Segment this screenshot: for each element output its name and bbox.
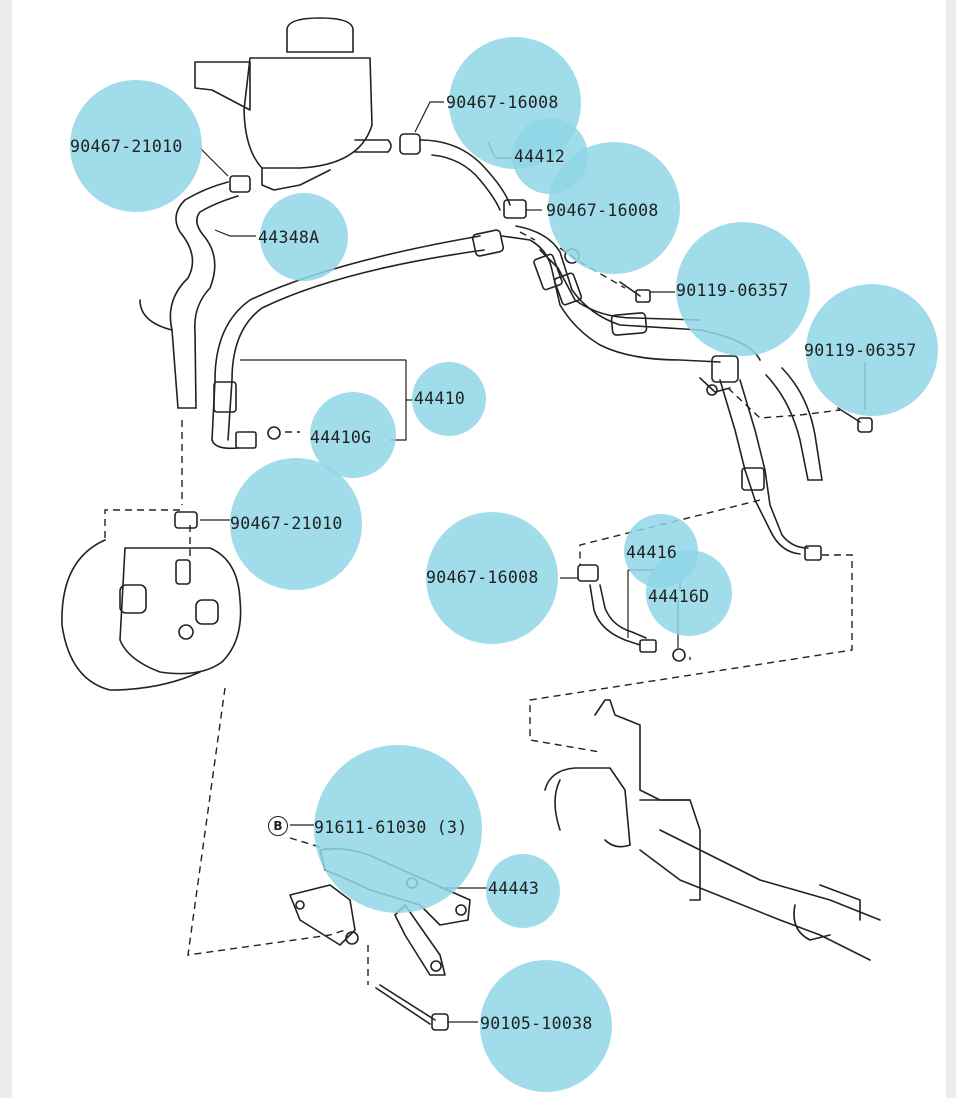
part-label-90467-16008-low[interactable]: 90467-16008 (426, 568, 539, 587)
part-label-90105-10038[interactable]: 90105-10038 (480, 1014, 593, 1033)
highlight-circle-91611-61030 (314, 745, 482, 913)
highlight-circle-90467-16008-low (426, 512, 558, 644)
part-label-44348A[interactable]: 44348A (258, 228, 320, 247)
highlight-circle-90467-21010-top (70, 80, 202, 212)
part-label-44410[interactable]: 44410 (414, 389, 466, 408)
part-label-90467-21010-top[interactable]: 90467-21010 (70, 137, 183, 156)
highlight-circle-90119-06357-a (676, 222, 810, 356)
highlight-circle-90467-16008-mid (548, 142, 680, 274)
clamp-right-top (399, 133, 421, 155)
left-frame-border (0, 0, 12, 1098)
highlight-circle-90119-06357-b (806, 284, 938, 416)
highlight-circle-44443 (486, 854, 560, 928)
clamp-left-top (229, 175, 251, 193)
clamp-mid (503, 199, 527, 219)
highlight-circle-44410 (412, 362, 486, 436)
part-label-90119-06357-a[interactable]: 90119-06357 (676, 281, 789, 300)
highlight-circle-90105-10038 (480, 960, 612, 1092)
marker-b: B (268, 816, 288, 836)
steering-gear (544, 699, 881, 961)
part-label-90467-21010-pump[interactable]: 90467-21010 (230, 514, 343, 533)
reservoir-tank (194, 17, 392, 191)
power-steering-pump (61, 511, 242, 691)
part-label-90467-16008-top[interactable]: 90467-16008 (446, 93, 559, 112)
part-label-44412[interactable]: 44412 (514, 147, 566, 166)
part-label-44410G[interactable]: 44410G (310, 428, 372, 447)
part-label-44443[interactable]: 44443 (488, 879, 540, 898)
highlight-circle-44348A (260, 193, 348, 281)
part-label-44416[interactable]: 44416 (626, 543, 678, 562)
part-label-44416D[interactable]: 44416D (648, 587, 710, 606)
part-label-90467-16008-mid[interactable]: 90467-16008 (546, 201, 659, 220)
highlight-circle-90467-21010-pump (230, 458, 362, 590)
part-label-90119-06357-b[interactable]: 90119-06357 (804, 341, 917, 360)
part-label-91611-61030[interactable]: 91611-61030 (3) (314, 818, 468, 837)
highlight-circle-44416D (646, 550, 732, 636)
right-frame-border (946, 0, 956, 1098)
